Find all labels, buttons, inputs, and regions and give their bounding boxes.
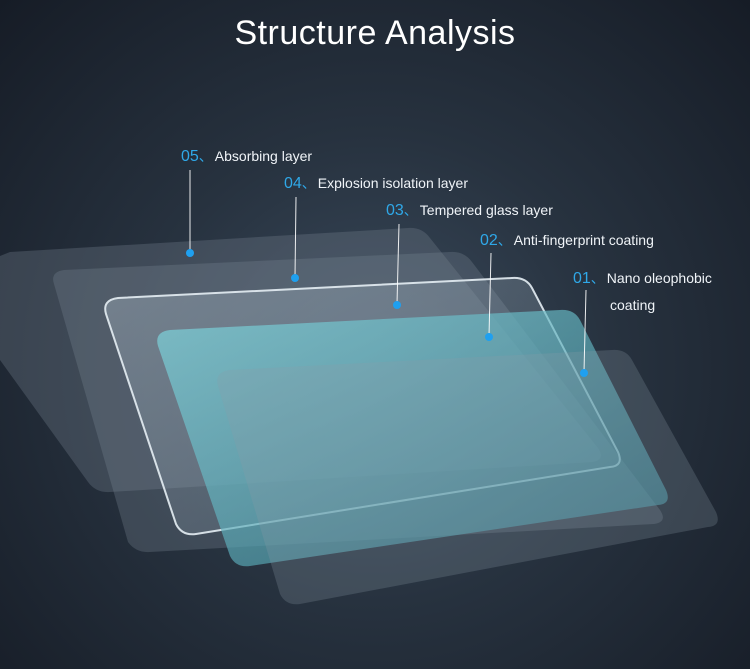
layer-name: Tempered glass layer: [419, 202, 553, 218]
layer-name: Explosion isolation layer: [317, 175, 468, 191]
leader-line-01: [583, 289, 587, 373]
marker-dot-05: [186, 249, 194, 257]
layer-name: Absorbing layer: [214, 148, 313, 164]
marker-dot-01: [580, 369, 588, 377]
layer-label-03: 03、Tempered glass layer: [386, 202, 553, 219]
layer-number: 03: [386, 202, 404, 219]
layer-number: 02: [480, 232, 498, 249]
layer-number: 05: [181, 148, 199, 165]
layer-label-01: 01、Nano oleophobic: [573, 270, 712, 287]
marker-dot-04: [291, 274, 299, 282]
layer-name: Anti-fingerprint coating: [513, 232, 654, 248]
leader-line-03: [396, 223, 400, 305]
layer-label-05: 05、Absorbing layer: [181, 148, 313, 165]
page-title: Structure Analysis: [234, 14, 516, 52]
layer-name: Nano oleophobic: [606, 270, 712, 286]
anti-fingerprint-layer: [157, 309, 668, 567]
leader-line-02: [488, 252, 492, 337]
nano-oleophobic-layer: [217, 349, 718, 605]
layer-number: 04: [284, 175, 302, 192]
leader-line-04: [294, 196, 297, 278]
marker-dot-02: [485, 333, 493, 341]
layer-label-04: 04、Explosion isolation layer: [284, 175, 468, 192]
marker-dot-03: [393, 301, 401, 309]
layer-label-02: 02、Anti-fingerprint coating: [480, 232, 654, 249]
layer-number: 01: [573, 270, 591, 287]
layer-label-01-line2: coating: [610, 297, 656, 313]
